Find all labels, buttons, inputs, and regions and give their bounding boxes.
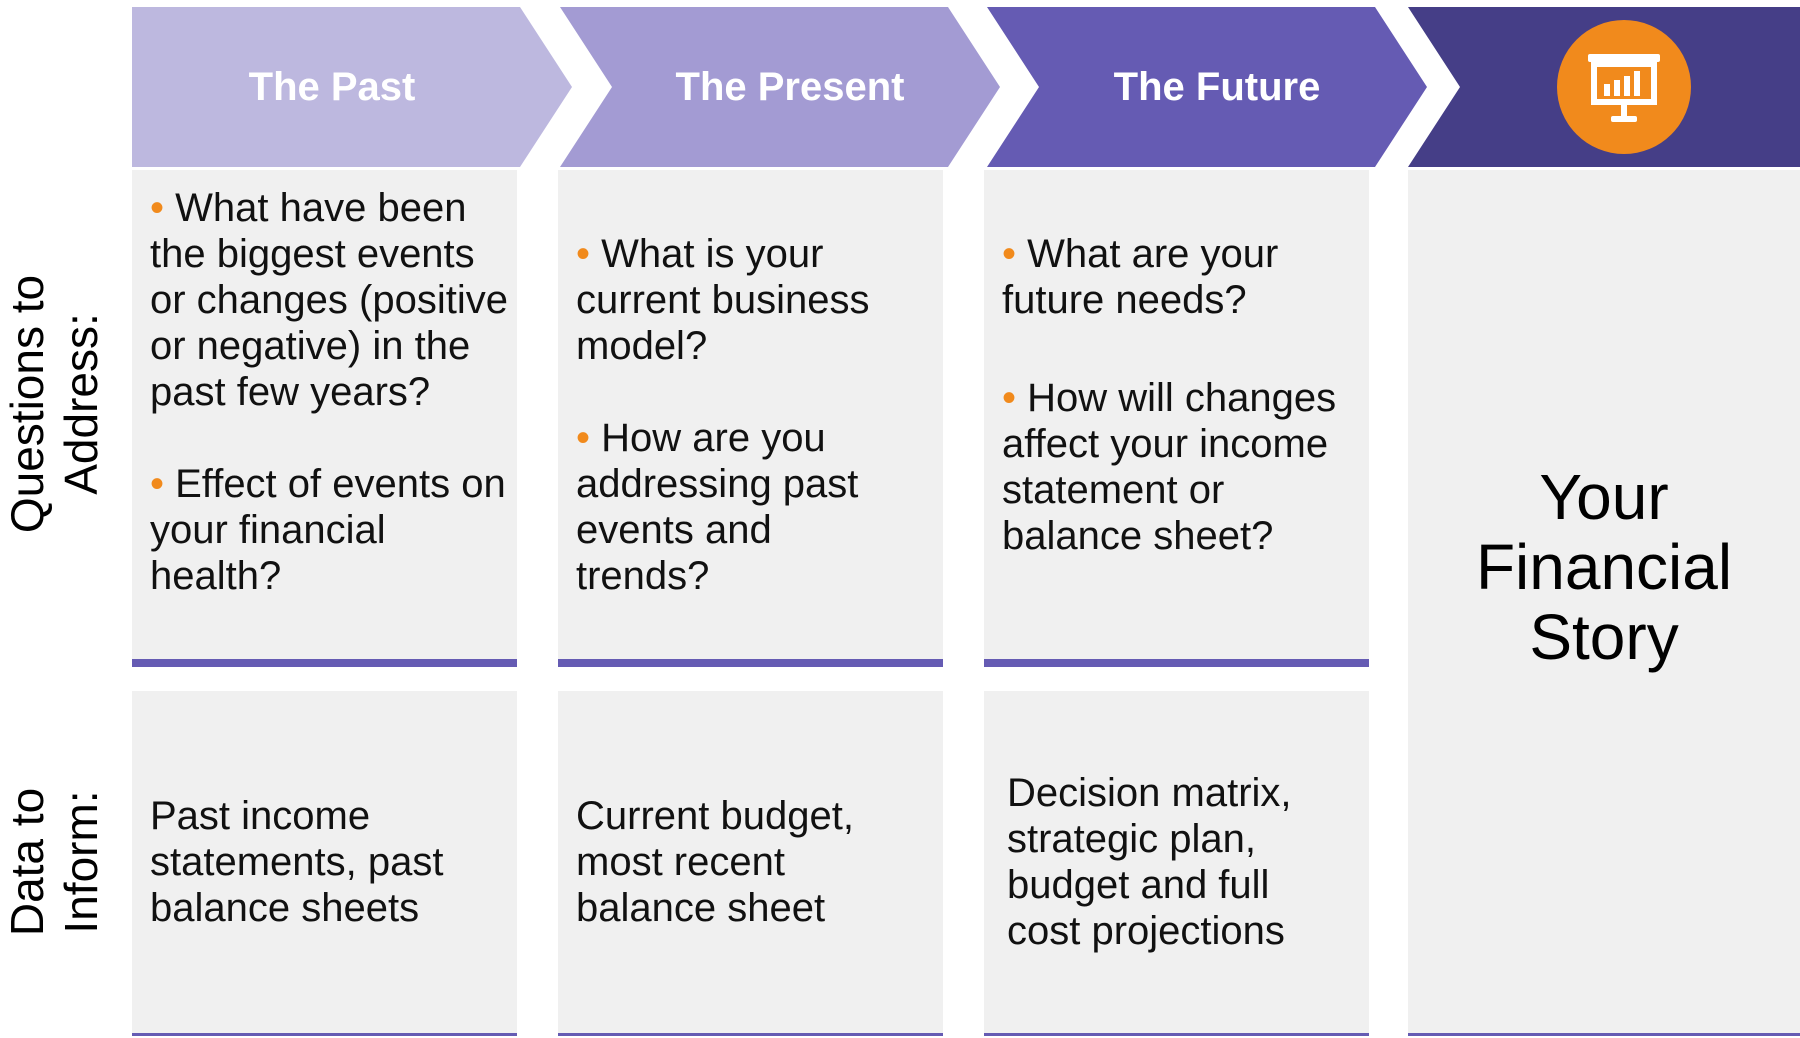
past-data-panel (132, 691, 517, 1036)
bullet-icon: • (1002, 232, 1017, 276)
future-question-2: • How will changes affect your income st… (1002, 375, 1347, 559)
future-question-2-text: How will changes affect your income stat… (1002, 376, 1337, 558)
stage-past-header: The Past (132, 7, 572, 167)
past-questions-panel (132, 170, 517, 667)
stage-present-header: The Present (560, 7, 1000, 167)
bullet-icon: • (576, 416, 591, 460)
data-label-line1: Data to (1, 787, 53, 937)
presentation-chart-icon (1557, 20, 1691, 154)
stage-future-label: The Future (1113, 64, 1321, 109)
present-question-2-text: How are you addressing past events and t… (576, 416, 859, 598)
bullet-icon: • (150, 186, 165, 230)
future-data-text: Decision matrix, strategic plan, budget … (1007, 771, 1292, 953)
past-question-2-text: Effect of events on your financial healt… (150, 462, 506, 598)
stage-present-label: The Present (675, 64, 905, 109)
data-row-label: Data to Inform: (0, 762, 108, 962)
bullet-icon: • (150, 462, 165, 506)
questions-label-line2: Address: (55, 313, 107, 495)
past-question-2: • Effect of events on your financial hea… (150, 461, 510, 599)
present-question-2: • How are you addressing past events and… (576, 415, 916, 599)
data-label-line2: Inform: (55, 790, 107, 934)
future-questions: • What are your future needs? • How will… (1002, 231, 1347, 559)
story-line3: Story (1529, 601, 1679, 673)
present-question-1: • What is your current business model? (576, 231, 916, 369)
financial-story-panel (1408, 170, 1800, 1036)
questions-label-line1: Questions to (1, 274, 53, 534)
story-line1: Your (1539, 461, 1669, 533)
future-data-panel (984, 691, 1369, 1036)
future-question-1-text: What are your future needs? (1002, 232, 1279, 322)
financial-story-title: Your Financial Story (1408, 462, 1800, 672)
past-question-1-text: What have been the biggest events or cha… (150, 186, 508, 414)
past-questions: • What have been the biggest events or c… (150, 185, 510, 599)
past-question-1: • What have been the biggest events or c… (150, 185, 510, 415)
story-line2: Financial (1475, 531, 1733, 603)
bullet-icon: • (576, 232, 591, 276)
bullet-icon: • (1002, 376, 1017, 420)
present-data-text: Current budget, most recent balance shee… (576, 794, 854, 930)
present-questions: • What is your current business model? •… (576, 231, 916, 599)
stage-past-label: The Past (248, 64, 416, 109)
stage-future-header: The Future (987, 7, 1427, 167)
questions-row-label: Questions to Address: (0, 274, 108, 534)
present-data-panel (558, 691, 943, 1036)
future-question-1: • What are your future needs? (1002, 231, 1347, 323)
future-questions-panel (984, 170, 1369, 667)
past-data-text: Past income statements, past balance she… (150, 794, 444, 930)
present-question-1-text: What is your current business model? (576, 232, 870, 368)
present-questions-panel (558, 170, 943, 667)
